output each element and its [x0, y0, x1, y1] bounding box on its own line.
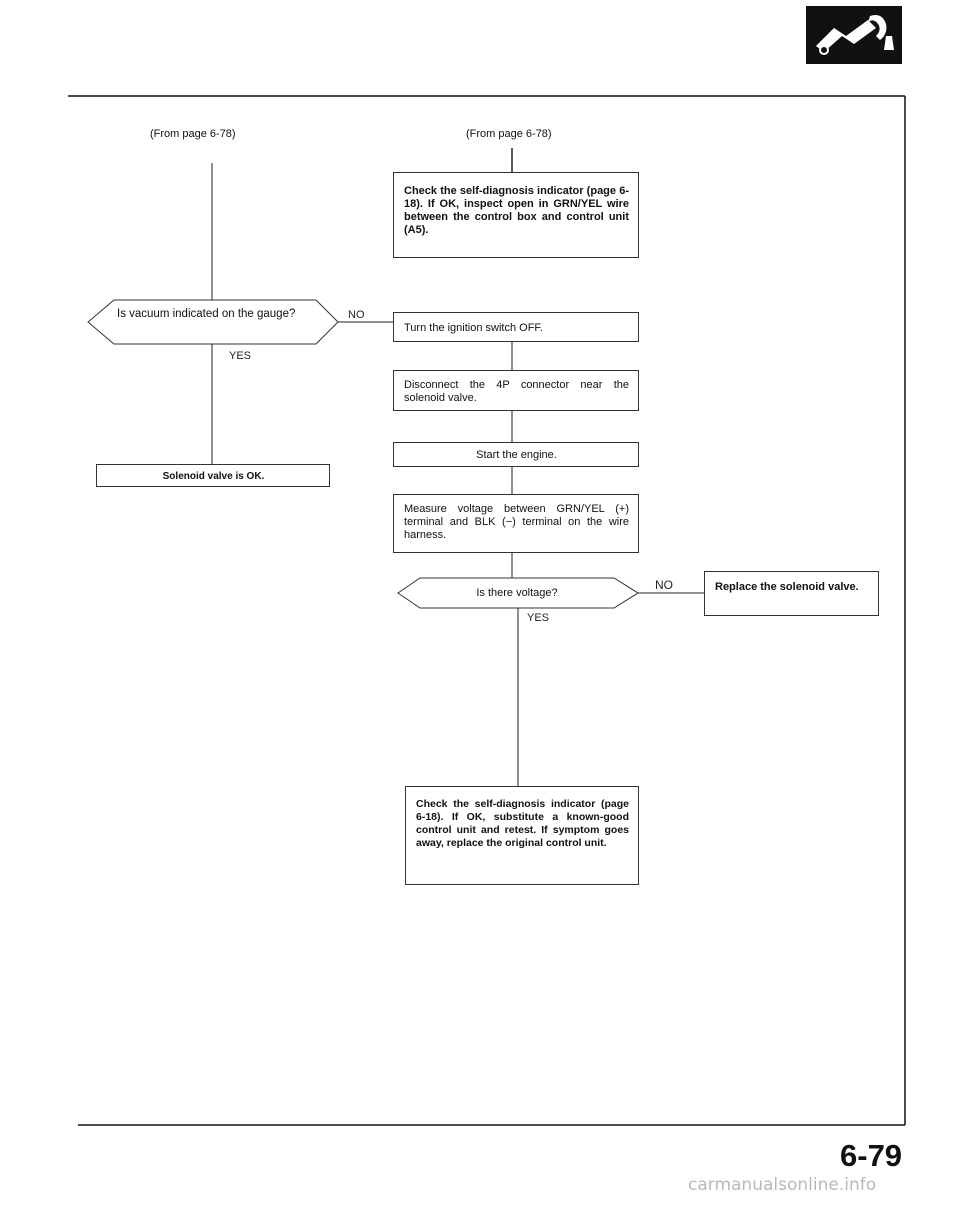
label-no-vacuum: NO — [348, 309, 365, 321]
box-measure-voltage: Measure voltage between GRN/YEL (+) term… — [393, 494, 639, 553]
label-yes-vacuum: YES — [229, 350, 252, 362]
decision-voltage-text: Is there voltage? — [476, 587, 558, 599]
box-turn-ignition-off: Turn the ignition switch OFF. — [393, 312, 639, 342]
label-no-voltage: NO — [655, 578, 673, 592]
box-replace-solenoid: Replace the solenoid valve. — [704, 571, 879, 616]
from-page-ref-left: (From page 6-78) — [150, 128, 236, 140]
box-solenoid-ok: Solenoid valve is OK. — [96, 464, 330, 487]
box-check-indicator: Check the self-diagnosis indicator (page… — [393, 172, 639, 258]
box-disconnect-connector: Disconnect the 4P connector near the sol… — [393, 370, 639, 411]
box-check-final: Check the self-diagnosis indicator (page… — [405, 786, 639, 885]
vacuum-hose-icon — [806, 6, 902, 64]
label-yes-voltage: YES — [527, 612, 550, 624]
watermark-text: carmanualsonline.info — [688, 1175, 877, 1195]
decision-vacuum-text: Is vacuum indicated on the gauge? — [117, 308, 296, 320]
from-page-ref-right: (From page 6-78) — [466, 128, 552, 140]
page-number: 6-79 — [840, 1138, 903, 1173]
box-start-engine: Start the engine. — [393, 442, 639, 467]
